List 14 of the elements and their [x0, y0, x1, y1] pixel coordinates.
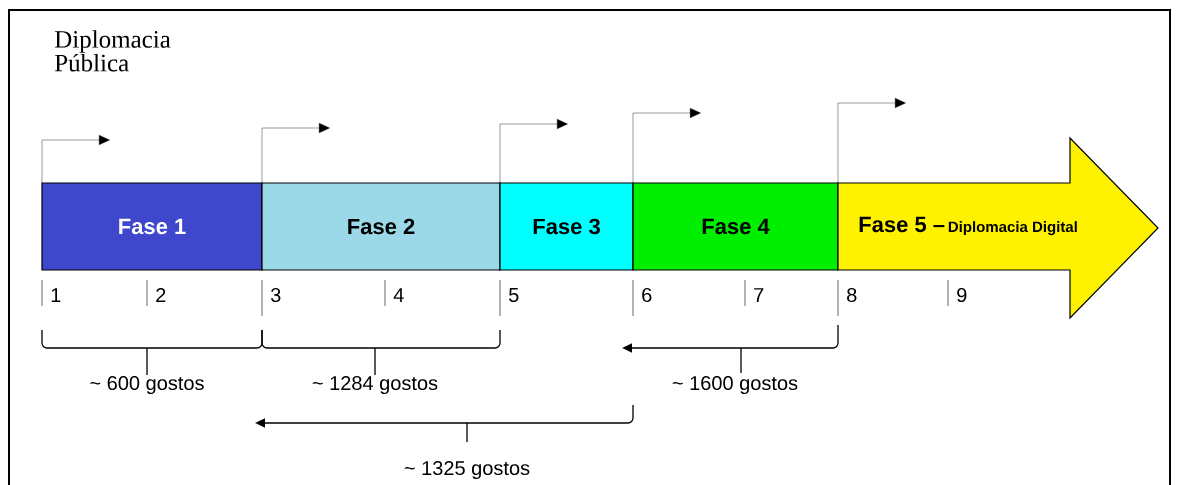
brace-label: ~ 1325 gostos — [404, 460, 530, 480]
phase-box: Fase 3 — [499, 182, 634, 271]
brace-label: ~ 1284 gostos — [312, 375, 438, 395]
tick-number: 9 — [957, 287, 967, 303]
title: Diplomacia Pública — [54, 30, 171, 72]
tick-number: 3 — [270, 287, 281, 303]
brace-label: ~ 1600 gostos — [672, 375, 798, 395]
phase-box: Fase 1 — [41, 182, 263, 271]
tick-number: 5 — [509, 288, 519, 302]
phase-box: Fase 2 — [261, 182, 501, 271]
phase-box: Fase 4 — [632, 182, 839, 271]
tick-number: 6 — [642, 287, 652, 303]
tick-number: 8 — [847, 287, 857, 303]
brace-label: ~ 600 gostos — [90, 375, 204, 395]
